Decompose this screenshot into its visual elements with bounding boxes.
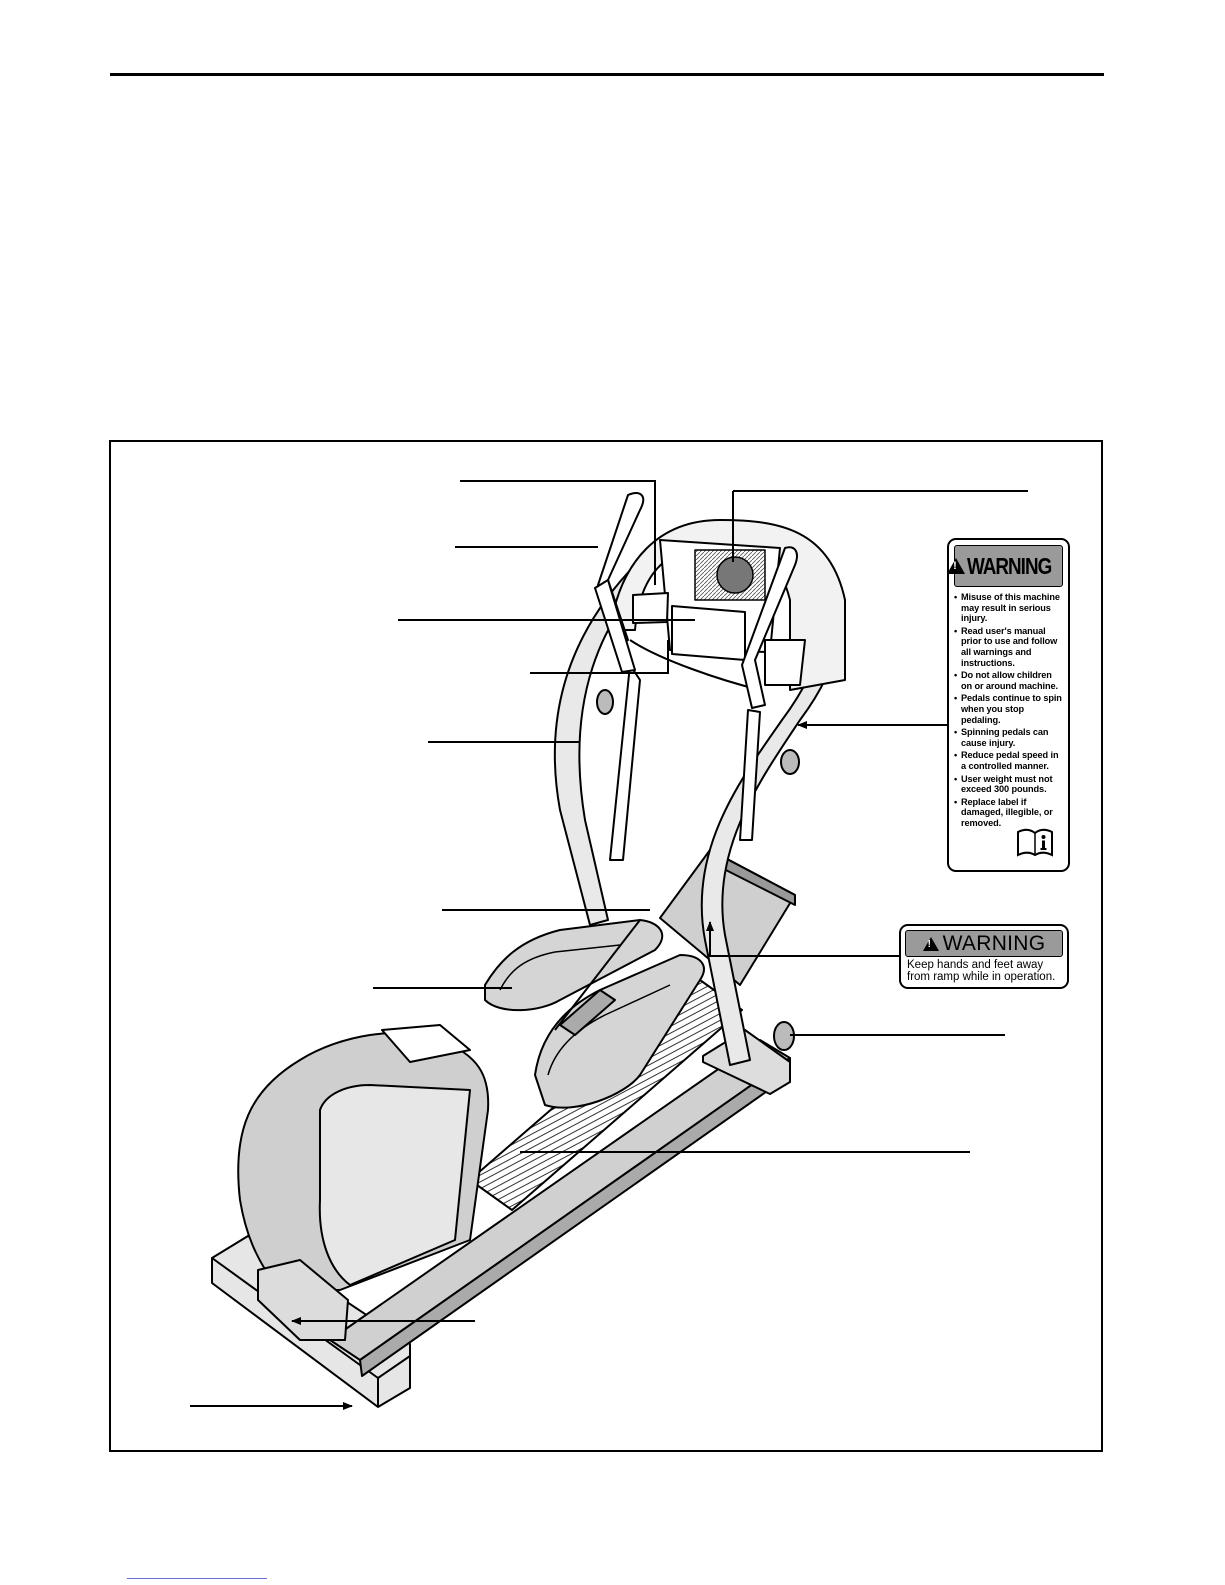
warning-label-ramp: WARNING Keep hands and feet away from ra… bbox=[899, 924, 1069, 989]
leader-lines bbox=[190, 480, 1028, 1410]
warning-item: Reduce pedal speed in a controlled manne… bbox=[954, 750, 1064, 771]
leader-line-warning-ramp bbox=[706, 921, 900, 957]
leader-line-pulse-sensor bbox=[530, 640, 669, 674]
warning-item: Read user's manual prior to use and foll… bbox=[954, 626, 1064, 668]
warning-header: WARNING bbox=[947, 545, 1063, 587]
warning-item: User weight must not exceed 300 pounds. bbox=[954, 774, 1064, 795]
flywheel-housing bbox=[237, 1024, 490, 1341]
console bbox=[609, 519, 846, 691]
warning-label-main: WARNING Misuse of this machine may resul… bbox=[947, 538, 1070, 872]
manual-info-icon bbox=[1017, 828, 1053, 857]
warning-item: Replace label if damaged, illegible, or … bbox=[954, 797, 1064, 829]
warning-title: WARNING bbox=[942, 931, 1046, 955]
leader-line-fan bbox=[732, 490, 1028, 562]
warning-item: Misuse of this machine may result in ser… bbox=[954, 592, 1064, 624]
warning-item: Spinning pedals can cause injury. bbox=[954, 727, 1064, 748]
warning-item: Do not allow children on or around machi… bbox=[954, 670, 1064, 691]
figure-frame bbox=[109, 440, 1103, 1452]
pedals bbox=[484, 919, 705, 1109]
upper-handlebars bbox=[594, 492, 800, 861]
leader-line-water-bottle bbox=[460, 480, 656, 585]
ramp-warning-line: Keep hands and feet away bbox=[907, 959, 1044, 971]
warning-title: WARNING bbox=[967, 552, 1052, 579]
warning-triangle-icon bbox=[947, 558, 966, 574]
ramp-warning-text: Keep hands and feet away from ramp while… bbox=[907, 959, 1067, 983]
bottom-link-underline bbox=[127, 1578, 267, 1579]
machine-drawing bbox=[211, 492, 846, 1408]
warning-triangle-icon bbox=[922, 936, 939, 951]
top-rule bbox=[110, 73, 1104, 76]
ramp-warning-line: from ramp while in operation. bbox=[907, 971, 1056, 983]
warning-header: WARNING bbox=[905, 930, 1063, 957]
warning-list: Misuse of this machine may result in ser… bbox=[949, 592, 1068, 828]
warning-item: Pedals continue to spin when you stop pe… bbox=[954, 693, 1064, 725]
